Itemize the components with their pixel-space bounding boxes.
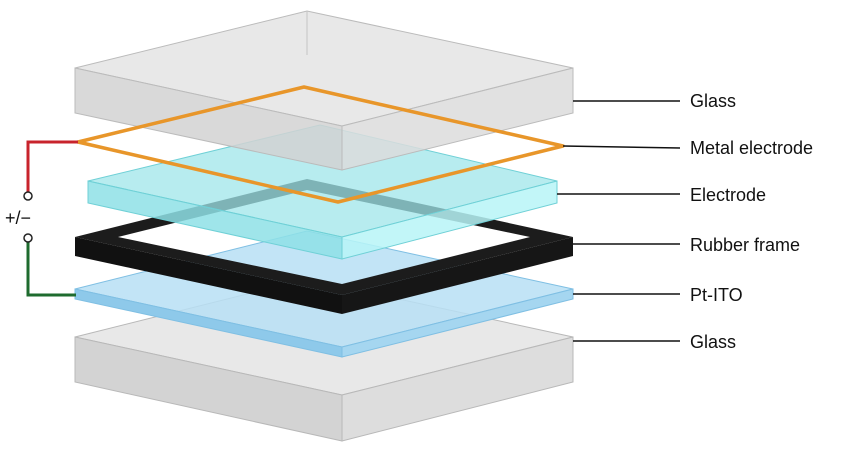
negative-wire — [26, 242, 76, 297]
label-electrode: Electrode — [690, 185, 766, 205]
leader-lines — [557, 100, 681, 342]
power-source: +/− — [5, 140, 78, 297]
positive-terminal — [23, 191, 33, 201]
negative-terminal — [23, 233, 33, 243]
leader-line-metal-electrode — [562, 145, 681, 149]
label-metal-electrode: Metal electrode — [690, 138, 813, 158]
top-glass-layer — [74, 10, 574, 171]
label-pt-ito: Pt-ITO — [690, 285, 743, 305]
power-label: +/− — [5, 208, 31, 228]
positive-wire — [26, 140, 78, 192]
label-glass-top: Glass — [690, 91, 736, 111]
label-rubber-frame: Rubber frame — [690, 235, 800, 255]
electrode-layer — [87, 124, 558, 260]
label-glass-bottom: Glass — [690, 332, 736, 352]
